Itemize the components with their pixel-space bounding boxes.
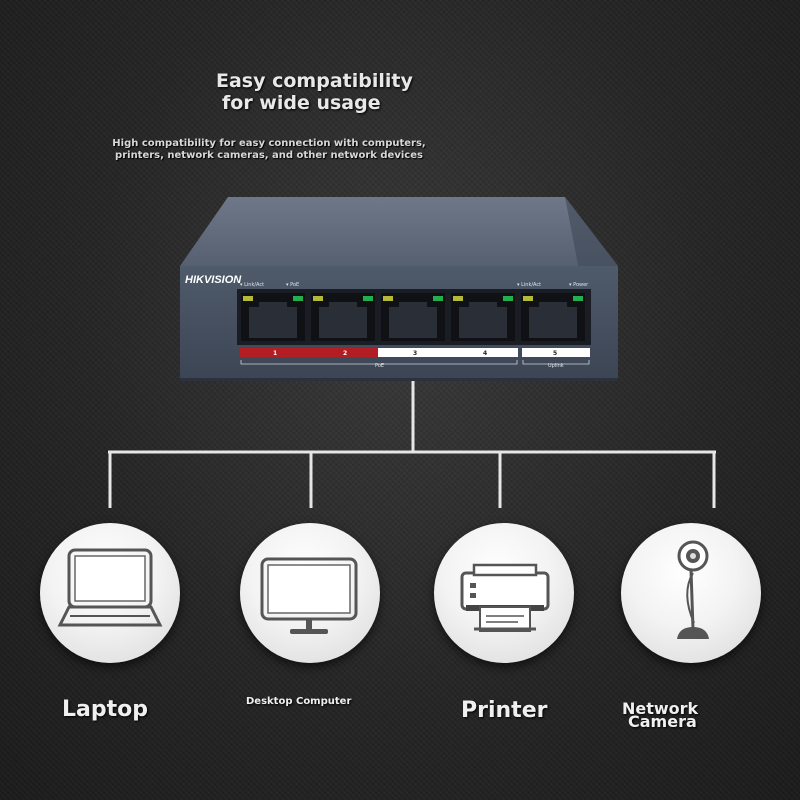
port-number-1: 1 xyxy=(273,350,277,357)
webcam-icon xyxy=(677,540,709,639)
desktop-computer-circle xyxy=(240,523,380,663)
device-label-network: Network xyxy=(622,699,699,718)
port-number-3: 3 xyxy=(413,350,417,357)
uplink-port-band xyxy=(522,348,590,357)
port-number-5: 5 xyxy=(553,350,557,357)
device-label-desktop-computer: Desktop Computer xyxy=(246,696,352,707)
port-band-3-4 xyxy=(378,348,518,357)
headline-line-1: Easy compatibility xyxy=(216,70,413,92)
laptop-circle xyxy=(40,523,180,663)
printer-circle xyxy=(434,523,574,663)
label-link-act-left: ▾ Link/Act xyxy=(240,282,264,288)
subheadline: High compatibility for easy connection w… xyxy=(96,138,442,162)
poe-port-band xyxy=(240,348,378,357)
label-poe-top: ▾ PoE xyxy=(286,282,299,288)
monitor-icon xyxy=(260,557,358,634)
switch-top xyxy=(180,197,618,266)
network-camera-circle xyxy=(621,523,761,663)
laptop-icon xyxy=(57,548,163,627)
poe-caption: PoE xyxy=(375,363,384,369)
subheadline-line-1: High compatibility for easy connection w… xyxy=(112,138,426,149)
label-link-act-right: ▾ Link/Act xyxy=(517,282,541,288)
ethernet-port-4[interactable] xyxy=(451,293,515,341)
device-label-laptop: Laptop xyxy=(62,697,148,722)
device-label-network-camera: Network Camera xyxy=(622,699,699,731)
brand-logo: HIKVISION xyxy=(185,274,242,286)
ethernet-port-5[interactable] xyxy=(521,293,585,341)
device-label-camera: Camera xyxy=(628,712,697,731)
port-number-4: 4 xyxy=(483,350,487,357)
connection-lines xyxy=(108,380,716,508)
ethernet-port-2[interactable] xyxy=(311,293,375,341)
label-power: ▾ Power xyxy=(569,282,589,288)
subheadline-line-2: printers, network cameras, and other net… xyxy=(115,150,423,161)
printer-icon xyxy=(460,563,550,632)
headline: Easy compatibility for wide usage xyxy=(200,70,440,114)
network-switch: HIKVISION ▾ Link/Act ▾ PoE ▾ Link/Act ▾ … xyxy=(180,197,618,381)
uplink-caption: Uplink xyxy=(548,363,564,369)
headline-line-2: for wide usage xyxy=(222,92,381,114)
ethernet-port-3[interactable] xyxy=(381,293,445,341)
ethernet-port-1[interactable] xyxy=(241,293,305,341)
device-label-printer: Printer xyxy=(461,698,548,723)
port-number-2: 2 xyxy=(343,350,347,357)
